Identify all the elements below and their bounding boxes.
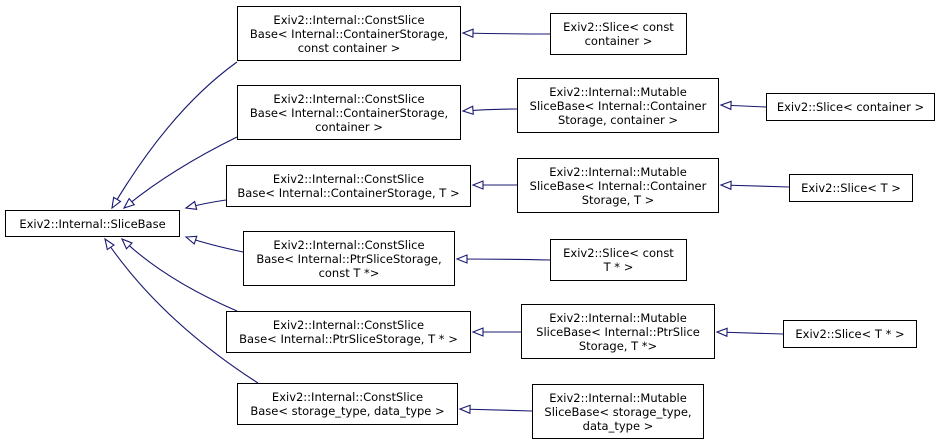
edge-csb-cs-const-to-slicebase-arrowhead — [111, 196, 122, 210]
node-label-line: Exiv2::Internal::ConstSlice — [272, 172, 425, 186]
edge-slice-const-container-to-csb — [462, 32, 551, 35]
edge-csb-st-to-slicebase — [104, 238, 259, 384]
edge-slice-T-to-msb-arrowhead — [719, 180, 732, 191]
node-label-line: Exiv2::Internal::ConstSlice — [273, 237, 425, 252]
node-label-line: SliceBase< Internal::Container — [529, 98, 707, 113]
edge-csb-cs-container-to-slicebase-arrowhead — [122, 197, 136, 209]
node-label-line: Base< Internal::PtrSliceStorage, T * > — [239, 332, 458, 346]
node-label-line: SliceBase< Internal::Container — [529, 178, 707, 193]
edge-csb-st-to-slicebase-arrowhead — [104, 237, 115, 251]
node-label-line: Exiv2::Slice< container > — [776, 100, 925, 114]
edge-csb-cs-container-to-slicebase — [123, 136, 238, 209]
edge-csb-ps-constT-to-slicebase-arrowhead — [184, 235, 198, 245]
edge-msb-st-to-csb-arrowhead — [458, 404, 471, 415]
node-label-line: Storage, T *> — [578, 338, 658, 353]
node-slicebase[interactable]: Exiv2::Internal::SliceBase — [5, 210, 180, 237]
edge-csb-cs-T-to-slicebase-arrowhead — [184, 200, 198, 210]
node-label-line: Exiv2::Internal::ConstSlice — [273, 12, 425, 27]
edge-slice-Tptr-to-msb-arrowhead — [715, 327, 728, 338]
node-label-line: SliceBase< Internal::PtrSlice — [536, 324, 700, 339]
node-label-line: Exiv2::Internal::Mutable — [549, 390, 687, 405]
edge-csb-ps-T-to-slicebase — [121, 238, 238, 312]
edge-slice-container-to-msb-arrowhead — [719, 100, 732, 111]
node-label-line: Exiv2::Internal::ConstSlice — [273, 91, 425, 106]
edge-slice-constT-to-csb — [456, 258, 551, 261]
node-label-line: Exiv2::Internal::ConstSlice — [272, 318, 425, 332]
node-label-line: data_type > — [582, 418, 654, 433]
node-label-line: Exiv2::Internal::SliceBase — [19, 216, 166, 231]
node-label-line: Exiv2::Slice< T > — [801, 181, 901, 195]
edge-msb-cs-container-to-csb-arrowhead — [461, 105, 474, 116]
node-label-line: container > — [315, 119, 383, 134]
node-label-line: Storage, T > — [581, 192, 655, 207]
edge-csb-ps-T-to-slicebase-arrowhead — [120, 237, 133, 250]
node-label-line: Exiv2::Internal::ConstSlice — [271, 390, 424, 404]
edge-msb-st-to-csb — [459, 408, 533, 412]
edge-msb-cs-T-to-csb-arrowhead — [471, 180, 484, 190]
node-label-line: Exiv2::Slice< const — [563, 246, 674, 260]
edge-csb-cs-const-to-slicebase — [111, 61, 238, 209]
node-label-line: Exiv2::Internal::Mutable — [549, 310, 687, 325]
edge-msb-ps-T-to-csb-arrowhead — [471, 327, 484, 337]
node-label-line: container > — [584, 34, 653, 48]
node-label-line: Exiv2::Slice< const — [563, 20, 674, 34]
node-slice-T[interactable]: Exiv2::Slice< T > — [789, 174, 913, 202]
node-slice-container[interactable]: Exiv2::Slice< container > — [766, 93, 935, 121]
node-label-line: Exiv2::Internal::Mutable — [549, 84, 687, 99]
node-label-line: Exiv2::Internal::Mutable — [549, 164, 687, 179]
node-label-line: Base< Internal::ContainerStorage, — [249, 26, 449, 41]
edge-slice-const-container-to-csb-arrowhead — [461, 28, 474, 39]
node-label-line: Base< Internal::ContainerStorage, T > — [237, 186, 460, 200]
node-label-line: Base< Internal::ContainerStorage, — [249, 105, 449, 120]
node-label-line: Exiv2::Slice< T * > — [795, 327, 905, 341]
node-slice-T-ptr[interactable]: Exiv2::Slice< T * > — [783, 320, 917, 348]
node-label-line: const T *> — [318, 265, 380, 280]
node-label-line: Base< storage_type, data_type > — [250, 404, 445, 418]
node-label-line: const container > — [297, 40, 401, 55]
node-label-line: Storage, container > — [557, 112, 679, 127]
node-label-line: Base< Internal::PtrSliceStorage, — [256, 251, 442, 266]
edge-slice-constT-to-csb-arrowhead — [455, 254, 468, 264]
node-label-line: T * > — [603, 260, 634, 274]
node-label-line: SliceBase< storage_type, — [544, 404, 692, 419]
